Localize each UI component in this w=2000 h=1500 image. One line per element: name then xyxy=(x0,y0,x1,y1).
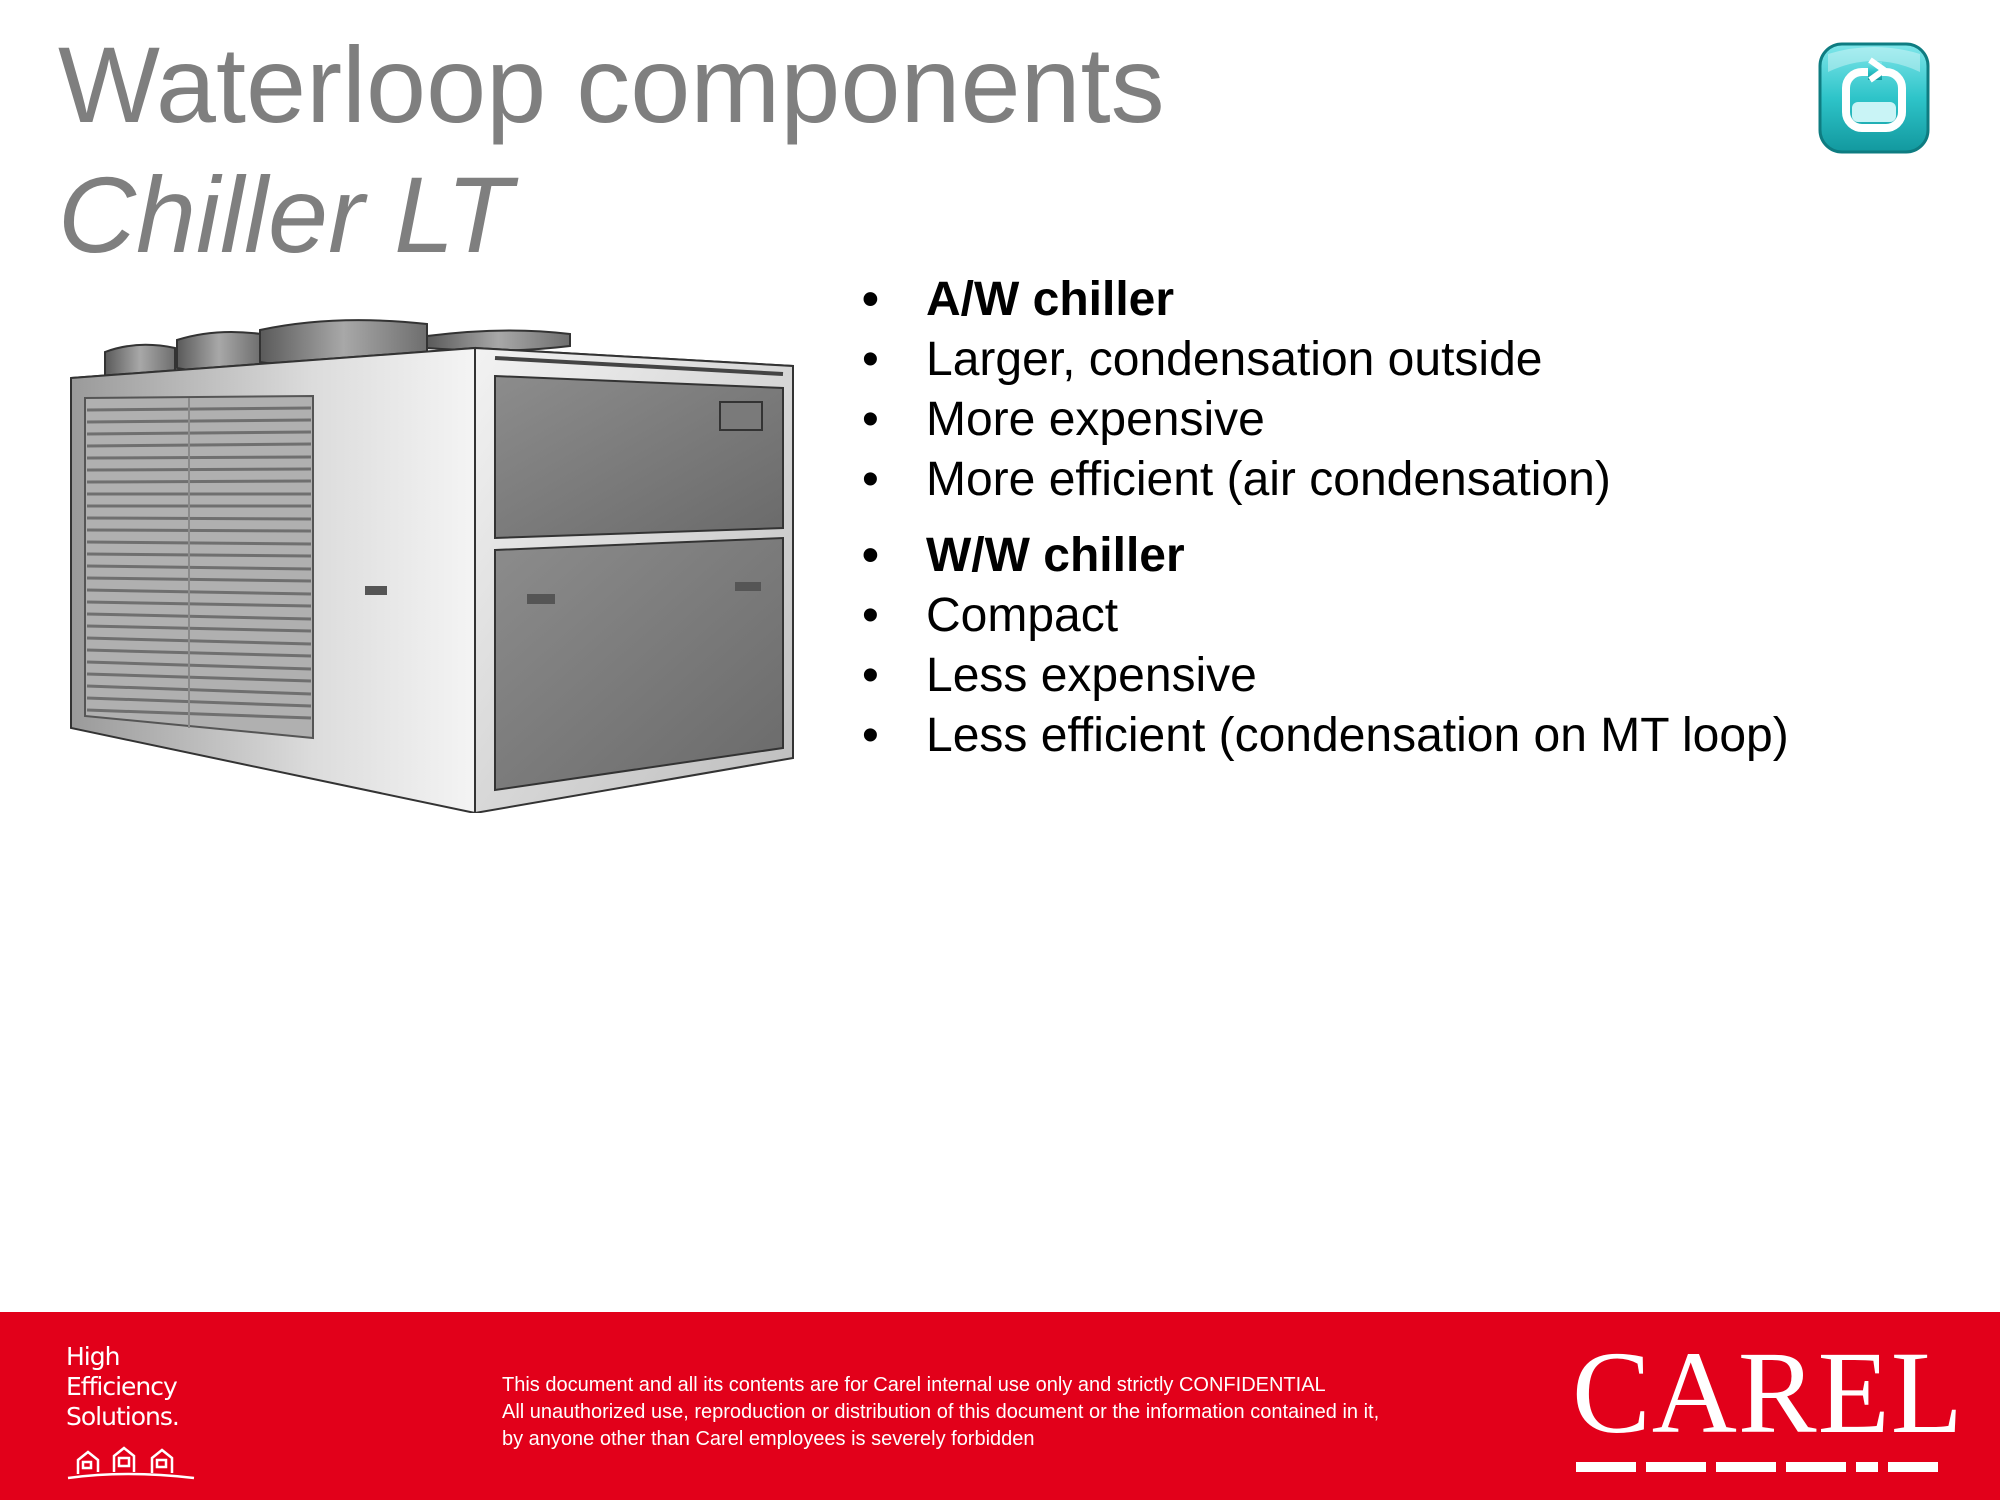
list-item: More efficient (air condensation) xyxy=(862,450,1982,510)
hes-logo-line: Efficiency xyxy=(66,1372,178,1401)
carel-wordmark: CAREL xyxy=(1572,1327,1964,1458)
list-item: More expensive xyxy=(862,390,1982,450)
hes-logo-line: High xyxy=(66,1342,120,1371)
buildings-icon xyxy=(67,1446,195,1480)
back-button[interactable] xyxy=(1818,42,1930,154)
list-item: W/W chiller xyxy=(862,526,1982,586)
bullet-group-aw: A/W chiller Larger, condensation outside… xyxy=(862,270,1982,510)
list-item: Compact xyxy=(862,586,1982,646)
disclaimer-line: This document and all its contents are f… xyxy=(502,1374,1326,1396)
chiller-illustration xyxy=(70,319,794,813)
footer-bar: High Efficiency Solutions. This document… xyxy=(0,1312,2000,1500)
slide-subtitle: Chiller LT xyxy=(58,154,513,275)
high-efficiency-solutions-logo: High Efficiency Solutions. xyxy=(66,1342,206,1482)
disclaimer-line: by anyone other than Carel employees is … xyxy=(502,1428,1035,1450)
back-icon xyxy=(1818,42,1930,154)
slide-title: Waterloop components Chiller LT xyxy=(58,20,1165,280)
list-item: Less expensive xyxy=(862,646,1982,706)
list-item: A/W chiller xyxy=(862,270,1982,330)
carel-logo-bars xyxy=(1576,1462,1938,1472)
bullet-group-ww: W/W chiller Compact Less expensive Less … xyxy=(862,526,1982,766)
carel-logo: CAREL xyxy=(1572,1334,1963,1484)
bullet-list: A/W chiller Larger, condensation outside… xyxy=(862,270,1982,766)
confidentiality-notice: This document and all its contents are f… xyxy=(502,1372,1502,1453)
list-item: Less efficient (condensation on MT loop) xyxy=(862,706,1982,766)
slide-title-main: Waterloop components xyxy=(58,24,1165,145)
list-item: Larger, condensation outside xyxy=(862,330,1982,390)
disclaimer-line: All unauthorized use, reproduction or di… xyxy=(502,1401,1380,1423)
hes-logo-line: Solutions. xyxy=(66,1402,180,1431)
